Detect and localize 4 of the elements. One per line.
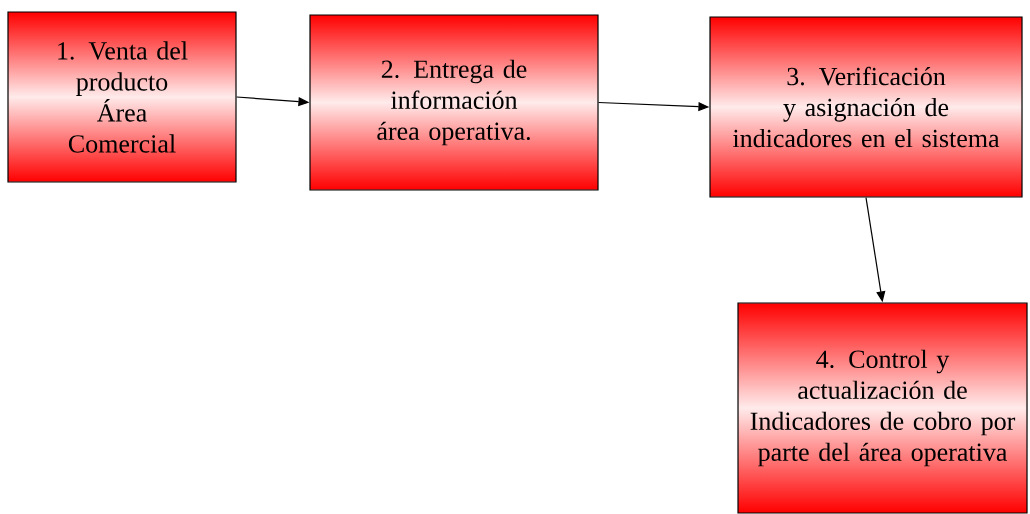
process-box: 2. Entrega de información área operativa. bbox=[309, 14, 599, 191]
process-box: 3. Verificación y asignación de indicadores en el sistema bbox=[709, 16, 1023, 198]
process-box: 4. Control y actualización de Indicadores de cobro por parte del área operativa bbox=[737, 302, 1028, 514]
process-box: 1. Venta del producto Área Comercial bbox=[7, 11, 237, 183]
